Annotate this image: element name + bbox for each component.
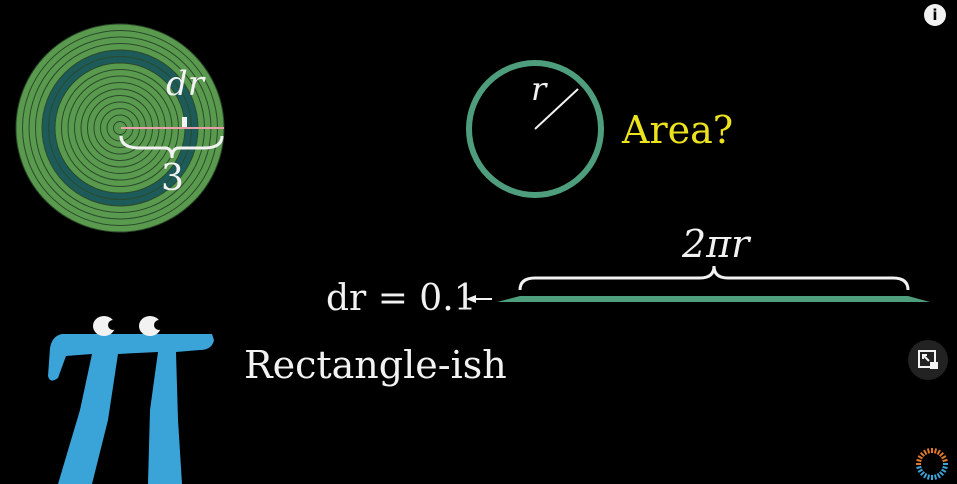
dr-marker	[182, 117, 187, 127]
dr-arrow-head	[466, 295, 476, 303]
radius-symbol-label: r	[531, 70, 547, 108]
spinner-tick	[919, 471, 925, 477]
pi-creature	[48, 316, 214, 484]
spinner-tick	[942, 465, 948, 470]
radius-value-label: 3	[161, 158, 184, 199]
spinner-tick	[926, 474, 931, 480]
spinner-tick	[923, 473, 928, 479]
dr-equation-label: dr = 0.1	[326, 278, 477, 319]
spinner-tick	[939, 451, 945, 457]
spinner-tick	[941, 468, 947, 473]
miniplayer-button[interactable]	[908, 340, 948, 380]
spinner-tick	[916, 465, 922, 470]
outline-circle	[466, 60, 604, 198]
circle-radius	[534, 88, 579, 130]
area-question-label: Area?	[622, 108, 734, 152]
strip-brace	[518, 265, 910, 291]
spinner-tick	[917, 468, 923, 473]
spinner-tick	[933, 474, 938, 480]
spinner-tick	[919, 451, 925, 457]
spinner-tick	[942, 458, 948, 463]
spinner-tick	[923, 449, 928, 455]
spinner-tick	[941, 455, 947, 460]
loading-spinner-icon	[916, 448, 948, 480]
info-icon: i	[932, 6, 938, 24]
dr-label-small: dr	[166, 64, 205, 104]
spinner-tick	[916, 458, 922, 463]
loading-spinner	[914, 446, 950, 482]
unrolled-strip	[497, 296, 930, 302]
spinner-tick	[939, 471, 945, 477]
rectangle-ish-label: Rectangle-ish	[244, 343, 507, 387]
spinner-tick	[933, 448, 938, 454]
miniplayer-icon	[918, 350, 938, 369]
spinner-tick	[926, 448, 931, 454]
pi-creature-body	[48, 334, 214, 484]
info-button[interactable]: i	[924, 4, 946, 26]
spinner-tick	[936, 473, 941, 479]
spinner-tick	[936, 449, 941, 455]
radius-brace	[119, 135, 224, 159]
spinner-tick	[917, 455, 923, 460]
circumference-label: 2πr	[682, 222, 750, 266]
pi-creature-eyes	[93, 316, 164, 336]
